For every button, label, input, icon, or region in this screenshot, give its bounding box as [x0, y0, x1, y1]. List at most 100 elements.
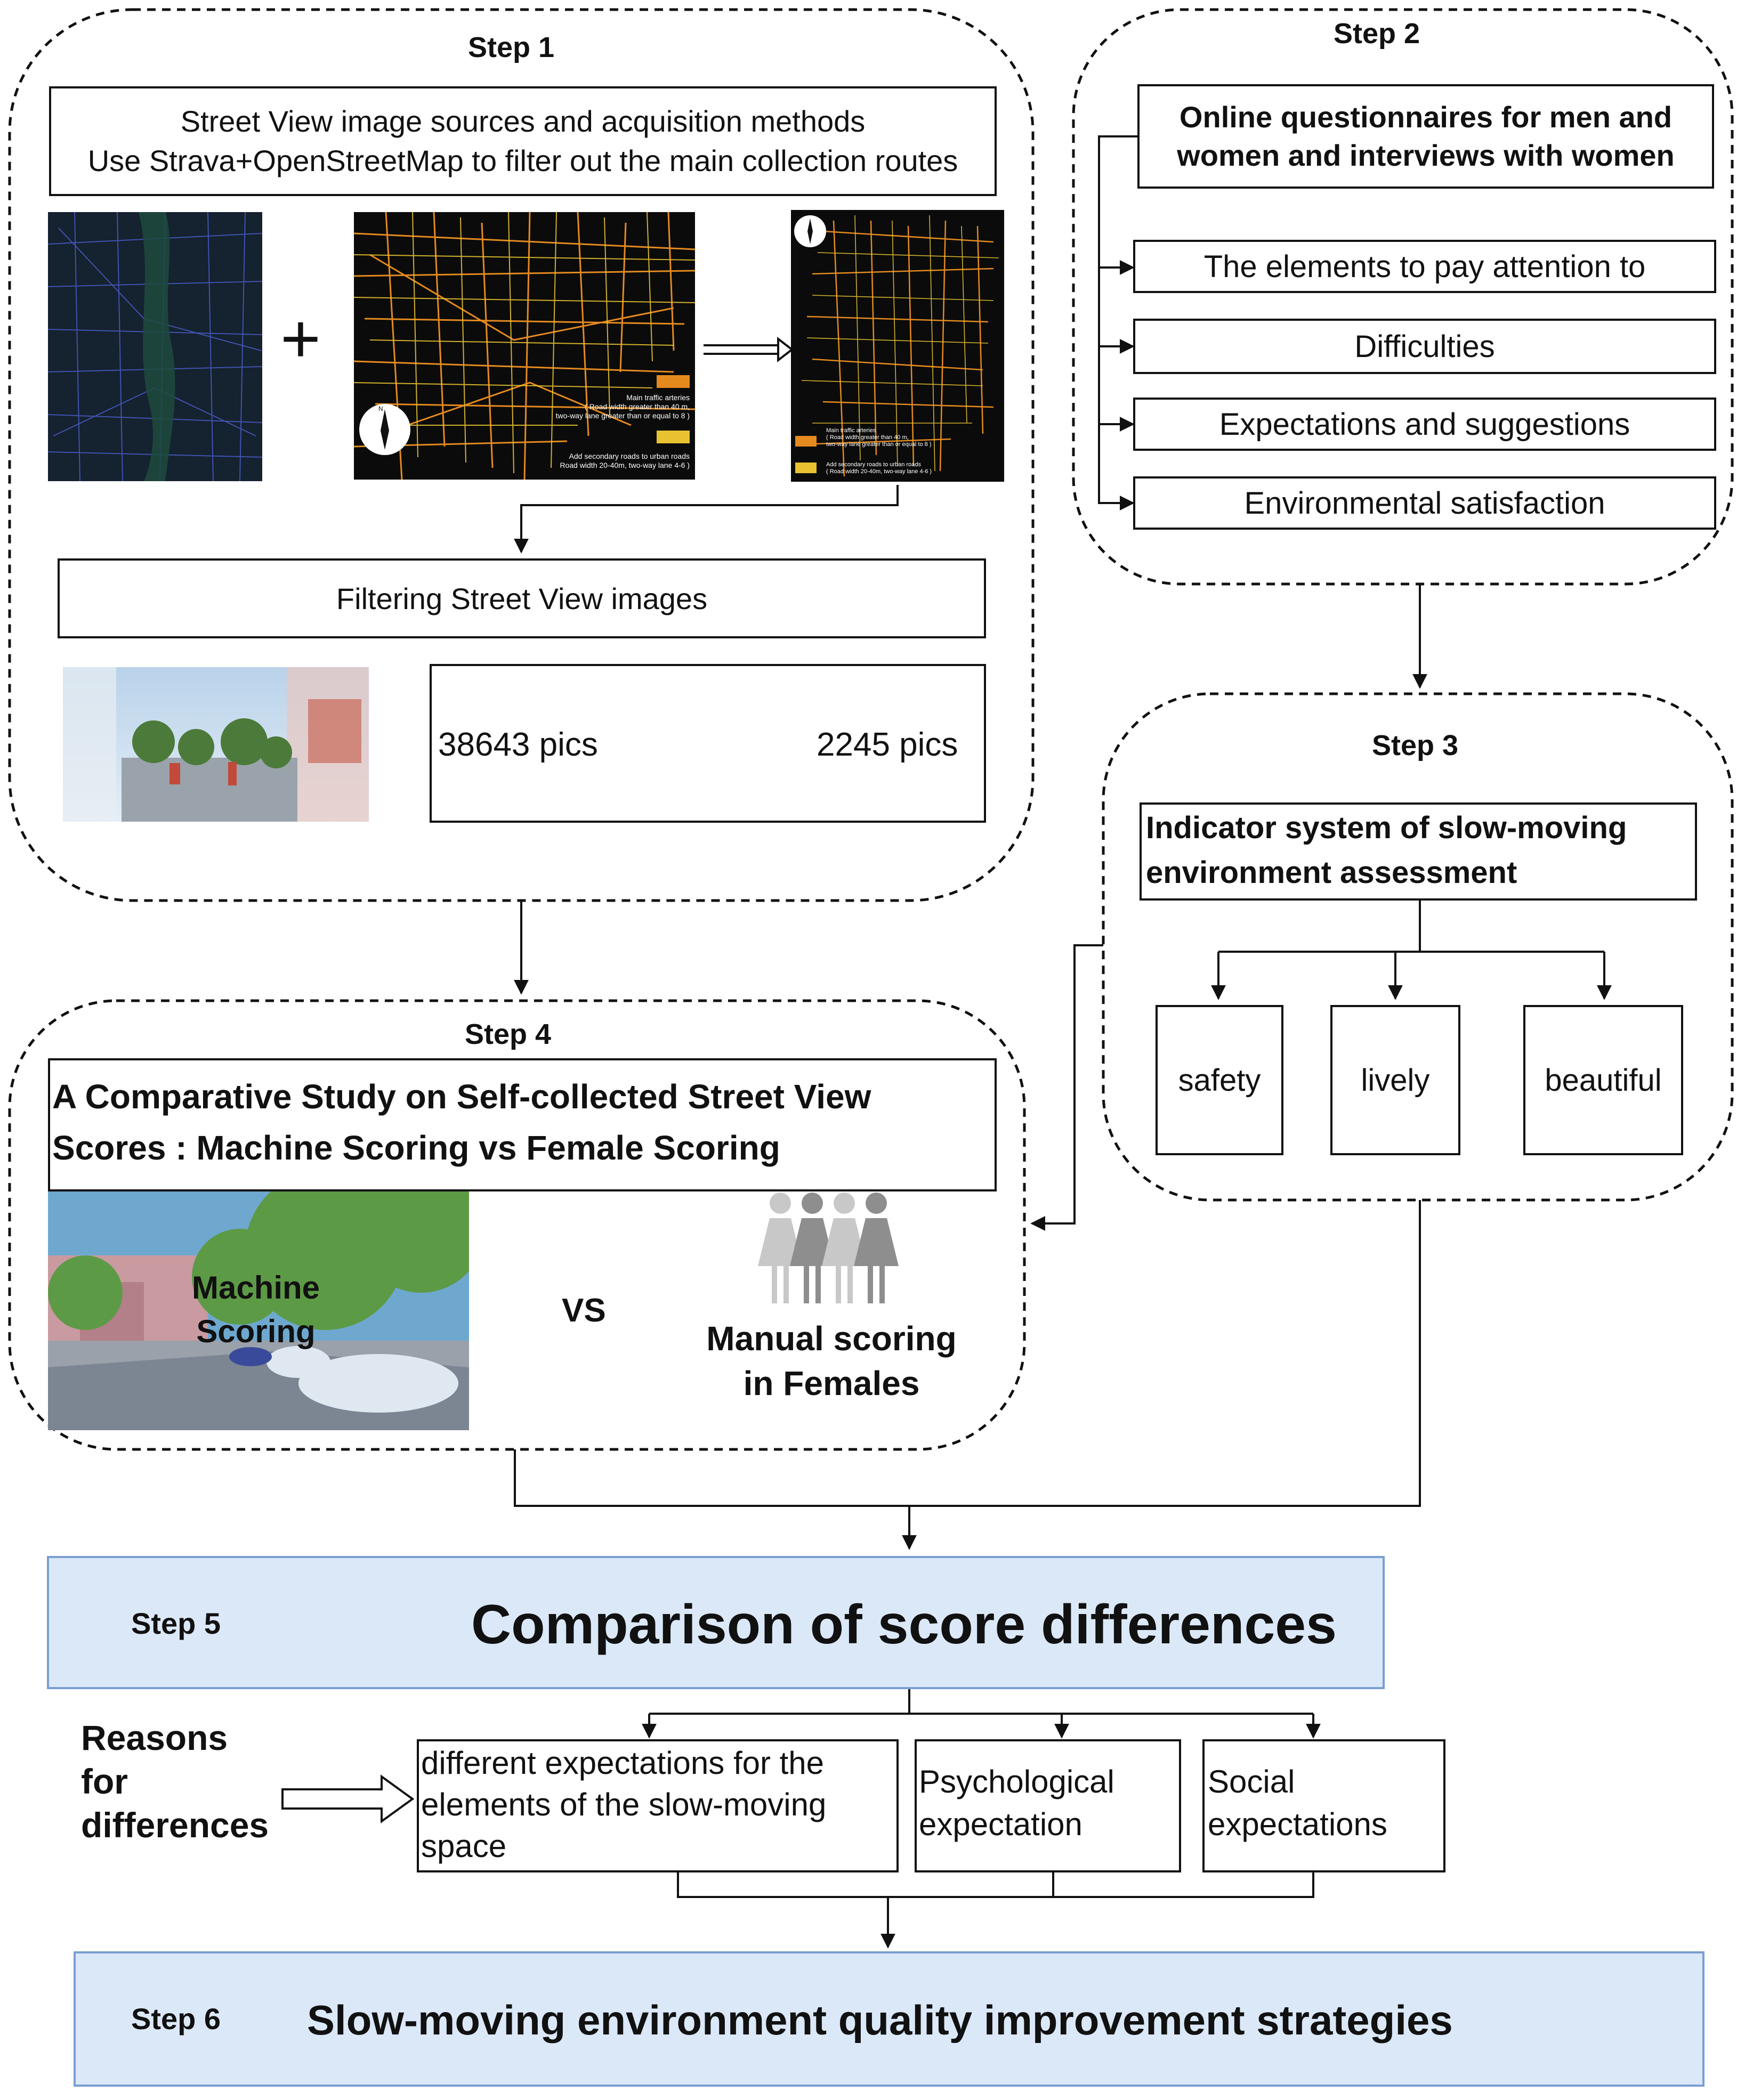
step5-box	[47, 1556, 1385, 1689]
reason-elements-box: different expectations for the elements …	[417, 1739, 899, 1872]
indicator-safety: safety	[1156, 1005, 1283, 1155]
merged-legend-text-1: Main traffic arteries ( Road width great…	[826, 427, 1002, 448]
step2-bracket	[1098, 135, 1137, 510]
osm-legend-1-line2: two-way lane greater than or equal to 8 …	[555, 411, 690, 420]
compass-icon	[381, 409, 389, 450]
step6-box	[74, 1951, 1704, 2087]
merged-route-map-image: Main traffic arteries ( Road width great…	[791, 210, 1004, 482]
osm-legend-swatch-yellow	[657, 431, 690, 443]
step5-label: Step 5	[131, 1607, 221, 1640]
osm-legend-swatch-orange	[657, 375, 690, 388]
reasons-label-line3: differences	[81, 1805, 269, 1845]
merged-legend-1-line2: two-way lane greater than or equal to 8 …	[826, 441, 932, 448]
osm-road-map-graphic	[354, 212, 695, 480]
machine-scoring-line1: Machine	[191, 1270, 320, 1306]
pics-from-label: 38643 pics	[438, 726, 598, 763]
indicator-beautiful: beautiful	[1523, 1005, 1683, 1155]
step2-item-elements: The elements to pay attention to	[1133, 240, 1716, 293]
woman-figure-3	[822, 1193, 867, 1303]
plus-sign: +	[280, 299, 321, 377]
manual-scoring-line2: in Females	[743, 1364, 920, 1402]
step4-title-box: A Comparative Study on Self-collected St…	[48, 1058, 997, 1191]
machine-scoring-overlay: Machine Scoring	[171, 1266, 341, 1353]
merged-legend-swatch-orange	[795, 436, 817, 447]
reason-social-line1: Social	[1208, 1764, 1295, 1799]
merged-legend-swatch-yellow	[795, 463, 817, 473]
step2-item-satisfaction: Environmental satisfaction	[1133, 476, 1716, 530]
step1-header-line1: Street View image sources and acquisitio…	[180, 104, 866, 138]
step6-title: Slow-moving environment quality improvem…	[307, 1997, 1453, 2044]
step3-title-line1: Indicator system of slow-moving	[1146, 810, 1627, 845]
osm-legend-1-title: Main traffic arteries	[626, 393, 690, 402]
machine-scoring-line2: Scoring	[196, 1313, 316, 1349]
reason-elements-line1: different expectations for the	[421, 1745, 825, 1781]
step1-header-line2: Use Strava+OpenStreetMap to filter out t…	[87, 144, 958, 177]
reason-elements-line2: elements of the slow-moving	[421, 1787, 827, 1822]
step5-title: Comparison of score differences	[471, 1594, 1337, 1656]
machine-scoring-image: Machine Scoring	[48, 1191, 469, 1430]
step4-title-line2: Scores : Machine Scoring vs Female Scori…	[52, 1129, 780, 1167]
female-figures	[754, 1191, 903, 1309]
osm-legend-text-2: Add secondary roads to urban roads Road …	[514, 452, 690, 470]
woman-figure-2	[790, 1193, 835, 1303]
reason-elements-line3: space	[421, 1828, 507, 1864]
osm-compass	[359, 404, 410, 455]
reason-psychological-line1: Psychological	[919, 1764, 1114, 1799]
osm-compass-n: N	[378, 405, 383, 412]
step3-to-step4-arrow	[1030, 944, 1103, 1231]
manual-scoring-line1: Manual scoring	[706, 1319, 957, 1358]
step2-container	[1072, 8, 1734, 586]
street-view-graphic	[63, 667, 369, 822]
step4-title-line1: A Comparative Study on Self-collected St…	[52, 1077, 871, 1116]
strava-heatmap-graphic	[48, 212, 262, 481]
step2-title-line2: women and interviews with women	[1177, 139, 1675, 172]
woman-figure-1	[758, 1193, 803, 1303]
merged-route-map-graphic	[791, 210, 1004, 482]
step3-title-line2: environment assessment	[1146, 855, 1517, 890]
step4-to-step5-line	[514, 1200, 1421, 1507]
reasons-label-line2: for	[81, 1762, 128, 1801]
step1-header-box: Street View image sources and acquisitio…	[49, 86, 997, 196]
reason-psychological-line2: expectation	[919, 1806, 1082, 1842]
map-to-filter-connector	[514, 485, 899, 554]
merged-legend-1-title: Main traffic arteries	[826, 427, 876, 434]
step2-title-box: Online questionnaires for men and women …	[1137, 84, 1714, 189]
vs-label: VS	[562, 1292, 606, 1329]
women-icon	[758, 1193, 899, 1303]
step3-title-box: Indicator system of slow-moving environm…	[1140, 802, 1697, 901]
osm-legend-2-line1: Add secondary roads to urban roads	[569, 452, 690, 460]
reasons-merge-line	[677, 1872, 1314, 1898]
step4-label: Step 4	[465, 1018, 552, 1050]
merged-legend-2-line1: Add secondary roads to urban roads	[826, 461, 921, 468]
merged-legend-1-line1: ( Road width greater than 40 m,	[826, 434, 909, 441]
merged-legend-text-2: Add secondary roads to urban roads ( Roa…	[826, 461, 1002, 475]
reason-psychological-box: Psychological expectation	[915, 1739, 1181, 1872]
merged-legend-2-line2: ( Road width 20-40m, two-way lane 4-6 )	[826, 468, 932, 475]
reasons-hollow-arrow	[281, 1774, 415, 1823]
step6-label: Step 6	[131, 2002, 221, 2036]
step1-label: Step 1	[468, 31, 555, 63]
osm-road-map-image: Main traffic arteries ( Road width great…	[354, 212, 695, 480]
pics-to-label: 2245 pics	[817, 726, 958, 763]
manual-scoring-label: Manual scoring in Females	[682, 1316, 981, 1406]
step2-item-difficulties: Difficulties	[1133, 319, 1716, 374]
street-view-sample-image	[63, 667, 369, 822]
reasons-label-line1: Reasons	[81, 1718, 228, 1757]
woman-figure-4	[854, 1193, 899, 1303]
segmented-street-graphic	[48, 1191, 469, 1430]
reasons-label: Reasons for differences	[81, 1716, 269, 1847]
river-shape	[139, 212, 175, 481]
step3-label: Step 3	[1372, 729, 1459, 761]
step2-title-line1: Online questionnaires for men and	[1179, 100, 1673, 134]
pics-count-box	[430, 664, 986, 823]
reason-social-box: Social expectations	[1202, 1739, 1445, 1872]
strava-heatmap-image	[48, 212, 262, 481]
osm-legend-1-line1: ( Road width greater than 40 m,	[585, 402, 690, 411]
indicator-lively: lively	[1330, 1005, 1460, 1155]
step2-item-expectations: Expectations and suggestions	[1133, 398, 1716, 451]
step2-label: Step 2	[1334, 18, 1420, 50]
osm-legend-text-1: Main traffic arteries ( Road width great…	[524, 393, 690, 420]
filter-box: Filtering Street View images	[58, 558, 986, 638]
map-merge-arrowhead	[777, 336, 794, 363]
